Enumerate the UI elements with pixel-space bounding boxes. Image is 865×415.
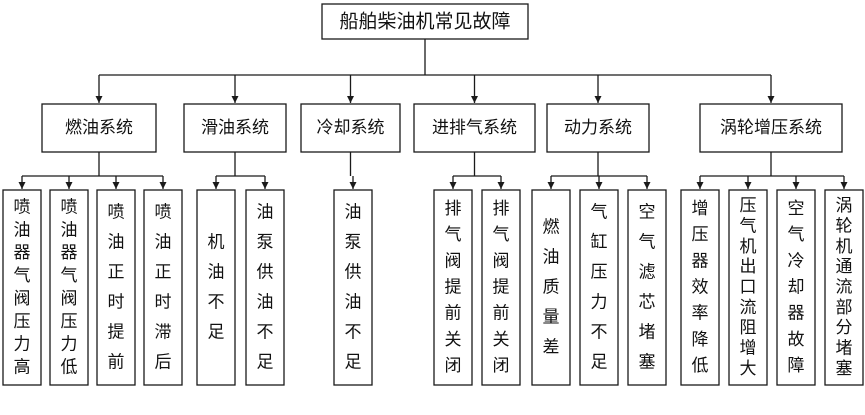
fault-node-label-6-3: 空气冷却器故障: [788, 199, 805, 376]
fault-node-box-1-2: [49, 189, 89, 386]
fault-node-label-1-1: 喷油器气阀压力高: [14, 197, 31, 377]
fault-node-label-5-2: 气缸压力不足: [591, 203, 608, 373]
system-node-box-5: [546, 103, 650, 153]
fault-node-box-4-1: [433, 189, 473, 386]
fault-node-box-1-4: [143, 189, 183, 386]
fault-node-box-5-2: [579, 189, 619, 386]
fault-node-label-6-1: 增压器效率降低: [692, 199, 709, 376]
fault-node-box-6-1: [680, 189, 720, 386]
fault-node-label-6-4: 涡轮机通流部分堵塞: [836, 196, 853, 379]
system-node-box-4: [413, 103, 536, 153]
fault-node-box-3-1: [333, 189, 373, 386]
system-node-box-3: [300, 103, 401, 153]
fault-node-box-2-2: [245, 189, 285, 386]
fault-node-box-2-1: [196, 189, 236, 386]
system-node-label-1: 燃油系统: [65, 118, 133, 138]
fault-node-label-3-1: 油泵供油不足: [345, 203, 362, 373]
system-node-label-2: 滑油系统: [201, 118, 269, 138]
fault-node-label-1-4: 喷油正时滞后: [155, 203, 172, 373]
fault-node-label-2-1: 机油不足: [208, 233, 225, 343]
fault-node-label-6-2: 压气机出口流阻增大: [740, 196, 757, 379]
fault-node-box-4-2: [481, 189, 521, 386]
fault-node-box-5-1: [531, 189, 571, 386]
system-node-label-3: 冷却系统: [317, 118, 385, 138]
fault-node-box-1-3: [96, 189, 136, 386]
root-node-label: 船舶柴油机常见故障: [339, 11, 510, 33]
fault-node-box-6-4: [824, 189, 864, 386]
fault-node-box-6-2: [728, 189, 768, 386]
fault-node-box-5-3: [627, 189, 667, 386]
fault-node-label-2-2: 油泵供油不足: [257, 203, 274, 373]
system-node-label-4: 进排气系统: [432, 118, 517, 138]
fault-node-label-5-3: 空气滤芯堵塞: [639, 203, 656, 373]
fault-node-label-1-2: 喷油器气阀压力低: [61, 197, 78, 377]
fault-node-label-4-2: 排气阀提前关闭: [493, 199, 510, 376]
system-node-label-6: 涡轮增压系统: [720, 118, 822, 138]
connectors: [18, 39, 848, 189]
root-node-box: [321, 3, 529, 40]
fault-node-label-5-1: 燃油质量差: [543, 218, 560, 358]
fault-node-label-4-1: 排气阀提前关闭: [445, 199, 462, 376]
system-node-box-1: [41, 103, 157, 153]
fault-node-box-1-1: [2, 189, 42, 386]
fault-node-label-1-3: 喷油正时提前: [108, 203, 125, 373]
fault-node-box-6-3: [776, 189, 816, 386]
system-node-box-6: [699, 103, 843, 153]
system-node-label-5: 动力系统: [564, 118, 632, 138]
system-node-box-2: [183, 103, 287, 153]
